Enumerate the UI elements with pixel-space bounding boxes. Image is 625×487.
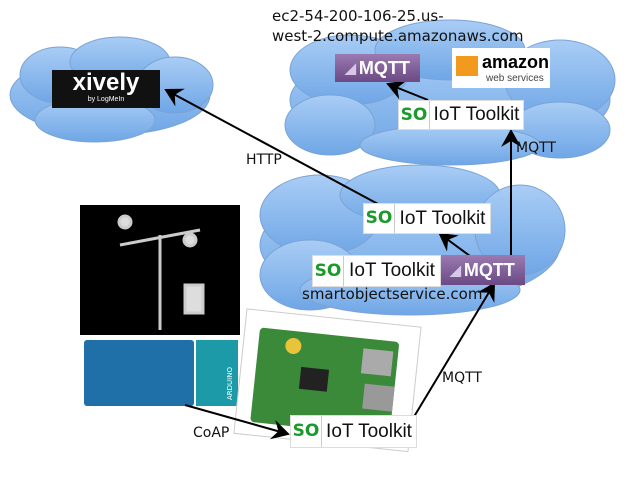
mqtt-waves-icon: ◢ — [345, 59, 356, 76]
pi-mqtt-arrow — [411, 282, 496, 421]
coap-arrow — [184, 404, 290, 440]
amazon-logo: amazon web services — [452, 48, 550, 88]
so-logo-icon: SO — [291, 416, 322, 447]
xively-name: xively — [72, 69, 140, 96]
aws-host-line2: west-2.compute.amazonaws.com — [272, 27, 524, 45]
mqtt-label-top: MQTT — [516, 140, 556, 156]
mqtt-waves-icon: ◢ — [450, 261, 461, 278]
arduino-label: ARDUINO — [226, 367, 234, 400]
aws-mqtt-arrow — [386, 80, 429, 101]
http-label: HTTP — [246, 152, 282, 168]
broker-to-iot-arrow — [438, 232, 471, 257]
amazon-name: amazon — [482, 52, 550, 72]
xively-logo: xively by LogMeIn — [52, 70, 160, 108]
raspberry-pi-photo — [233, 308, 422, 453]
so-logo-icon: SO — [313, 256, 344, 286]
aws-cubes-icon — [456, 56, 478, 76]
coap-label: CoAP — [193, 425, 230, 441]
so-logo-icon: SO — [399, 101, 430, 129]
mqtt-logo-broker: ◢MQTT — [440, 255, 525, 285]
amazon-sub: web services — [486, 73, 544, 84]
smartobject-host-label: smartobjectservice.com — [302, 285, 483, 303]
mqtt-label-bottom: MQTT — [442, 370, 482, 386]
aws-host-line1: ec2-54-200-106-25.us- — [272, 7, 444, 25]
aws-host-label: ec2-54-200-106-25.us- west-2.compute.ama… — [272, 6, 524, 46]
http-arrow — [164, 88, 379, 205]
xively-sub: by LogMeIn — [87, 96, 125, 103]
so-logo-icon: SO — [364, 204, 395, 233]
mqtt-logo-aws: ◢MQTT — [335, 54, 420, 82]
